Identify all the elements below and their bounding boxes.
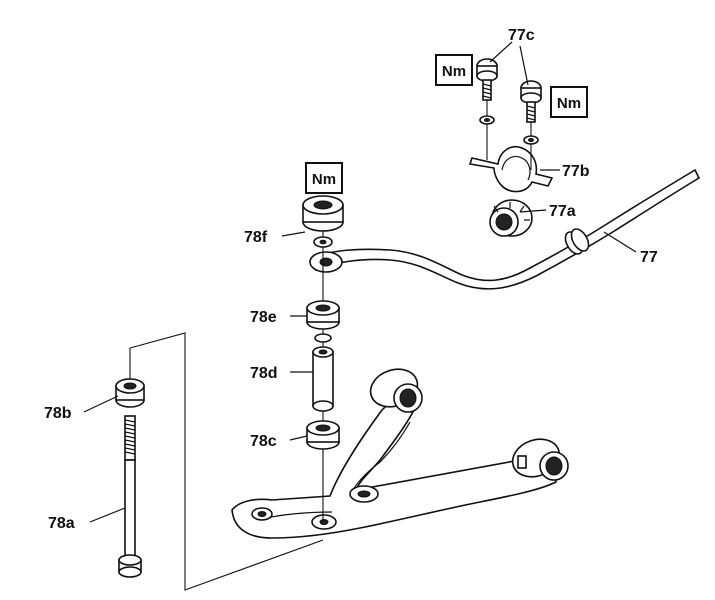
link-bolt	[115, 332, 324, 591]
label-78d: 78d	[250, 365, 278, 382]
stabilizer-bar	[309, 168, 701, 290]
torque-badge-right-bolt: Nm	[550, 86, 588, 118]
label-77b: 77b	[562, 163, 590, 180]
leader-lines	[83, 41, 637, 523]
bushing-clamp-bracket	[468, 146, 554, 193]
torque-badge-text: Nm	[557, 95, 581, 112]
label-77a: 77a	[549, 203, 576, 220]
clamp-bolts	[476, 58, 542, 170]
stabilizer-bushing	[489, 199, 533, 237]
label-77: 77	[640, 249, 658, 266]
label-78f: 78f	[244, 229, 268, 246]
torque-badge-text: Nm	[312, 171, 336, 188]
torque-badge-text: Nm	[442, 63, 466, 80]
label-78c: 78c	[250, 433, 277, 450]
label-77c: 77c	[508, 27, 535, 44]
torque-badge-link: Nm	[305, 162, 343, 194]
lower-control-arm	[231, 368, 569, 539]
label-78e: 78e	[250, 309, 277, 326]
stabilizer-link-stack	[302, 195, 344, 522]
label-78b: 78b	[44, 405, 72, 422]
torque-badge-left-bolt: Nm	[435, 54, 473, 86]
label-78a: 78a	[48, 515, 75, 532]
